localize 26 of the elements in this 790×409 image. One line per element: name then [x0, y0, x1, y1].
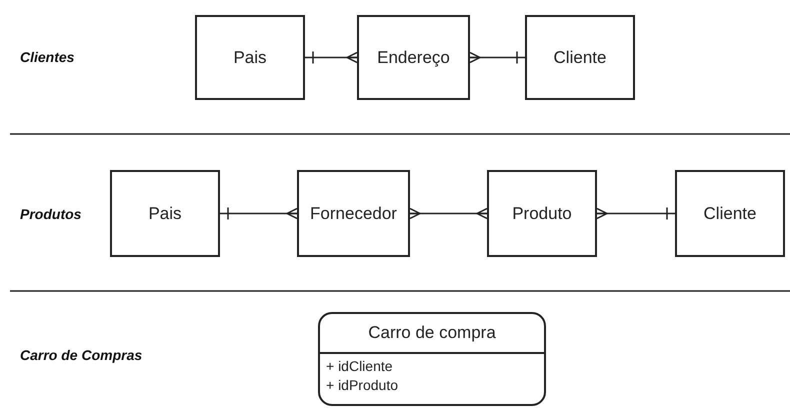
entity-name: Endereço: [377, 48, 450, 68]
relationship-line: [305, 50, 358, 64]
entity-name: Produto: [512, 204, 572, 224]
entity-table: [318, 312, 546, 406]
entity-box: [357, 15, 470, 100]
section-label: Produtos: [20, 206, 82, 222]
entity-box: [525, 15, 635, 100]
attribute-text: + idCliente: [326, 358, 393, 374]
relationship-line: [220, 206, 298, 220]
relationship-line: [469, 50, 525, 64]
entity-name: Cliente: [704, 204, 756, 224]
entity-name: Cliente: [554, 48, 606, 68]
section-label: Carro de Compras: [20, 347, 142, 363]
entity-box: [110, 170, 220, 257]
relationship-line: [596, 206, 675, 220]
section-label: Clientes: [20, 49, 74, 65]
entity-name: Fornecedor: [310, 204, 397, 224]
entity-name: Pais: [233, 48, 267, 68]
entity-title: Carro de compra: [368, 323, 496, 343]
entity-box: [195, 15, 305, 100]
entity-box: [297, 170, 410, 257]
entity-box: [675, 170, 785, 257]
relationship-line: [409, 208, 488, 220]
entity-name: Pais: [148, 204, 182, 224]
entity-box: [487, 170, 597, 257]
attribute-text: + idProduto: [326, 377, 398, 393]
